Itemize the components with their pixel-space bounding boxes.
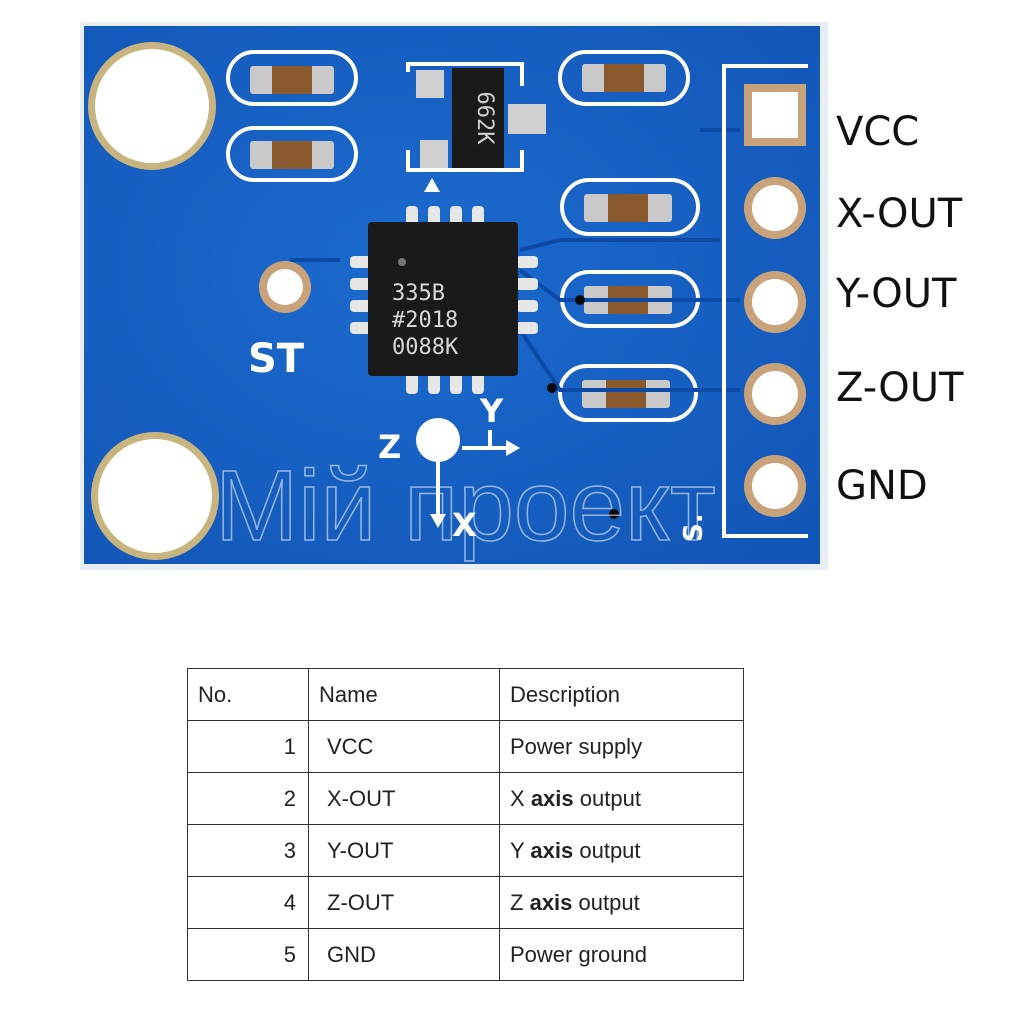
table-row: 4 Z-OUT Z axis output <box>187 876 744 929</box>
header-description: Description <box>499 668 744 721</box>
table-row: 1 VCC Power supply <box>187 720 744 773</box>
cell-no: 2 <box>187 772 309 825</box>
cell-description: Z axis output <box>499 876 744 929</box>
cell-name: Z-OUT <box>308 876 500 929</box>
accelerometer-board-image: 662K 335B <box>80 22 828 570</box>
desc-axis-letter: Z <box>510 889 524 915</box>
cell-description: Power ground <box>499 928 744 981</box>
desc-output-word: output <box>579 837 641 863</box>
cell-description: Y axis output <box>499 824 744 877</box>
cell-description: X axis output <box>499 772 744 825</box>
desc-output-word: output <box>578 889 640 915</box>
desc-text: Power ground <box>510 941 647 967</box>
pin-header: S. <box>679 64 808 542</box>
pin-label-y-out: Y-OUT <box>836 271 957 317</box>
cell-no: 4 <box>187 876 309 929</box>
desc-axis-word: axis <box>530 785 574 811</box>
desc-axis-letter: Y <box>510 837 525 863</box>
table-row: 3 Y-OUT Y axis output <box>187 824 744 877</box>
cell-name: VCC <box>308 720 500 773</box>
cell-no: 3 <box>187 824 309 877</box>
axis-x-label: X <box>452 506 477 544</box>
cell-name: GND <box>308 928 500 981</box>
st-silkscreen: ST <box>248 336 305 382</box>
self-test-pad: ST <box>248 261 311 382</box>
accelerometer-chip: 335B #2018 0088K <box>350 206 538 394</box>
chip-marking-line2: #2018 <box>392 308 458 333</box>
cell-name: Y-OUT <box>308 824 500 877</box>
axis-y-label: Y <box>479 392 504 430</box>
desc-output-word: output <box>579 785 641 811</box>
pin-table: No. Name Description 1 VCC Power supply … <box>187 668 744 981</box>
axis-orientation-marking: Z Y X <box>378 392 520 544</box>
regulator-marking: 662K <box>472 92 497 146</box>
axis-z-label: Z <box>378 428 401 466</box>
vias <box>547 295 619 519</box>
s-silkscreen: S. <box>679 513 709 542</box>
watermark: Мій проект <box>215 450 716 562</box>
capacitors <box>226 50 700 422</box>
pin-label-vcc: VCC <box>836 109 920 155</box>
voltage-regulator: 662K <box>406 62 546 192</box>
table-header-row: No. Name Description <box>187 668 744 721</box>
chip-marking-line1: 335B <box>392 281 445 306</box>
cell-no: 1 <box>187 720 309 773</box>
chip-marking-line3: 0088K <box>392 335 459 360</box>
cell-no: 5 <box>187 928 309 981</box>
mounting-hole-top <box>88 42 216 170</box>
header-name: Name <box>308 668 500 721</box>
desc-axis-word: axis <box>529 889 573 915</box>
header-no: No. <box>187 668 309 721</box>
mounting-hole-bottom <box>91 432 219 560</box>
desc-text: Power supply <box>510 733 643 759</box>
pin-label-gnd: GND <box>836 463 928 509</box>
pin-label-z-out: Z-OUT <box>836 365 964 411</box>
desc-axis-letter: X <box>510 785 525 811</box>
desc-axis-word: axis <box>530 837 574 863</box>
table-row: 2 X-OUT X axis output <box>187 772 744 825</box>
cell-name: X-OUT <box>308 772 500 825</box>
cell-description: Power supply <box>499 720 744 773</box>
table-row: 5 GND Power ground <box>187 928 744 981</box>
pin-label-x-out: X-OUT <box>836 191 963 237</box>
